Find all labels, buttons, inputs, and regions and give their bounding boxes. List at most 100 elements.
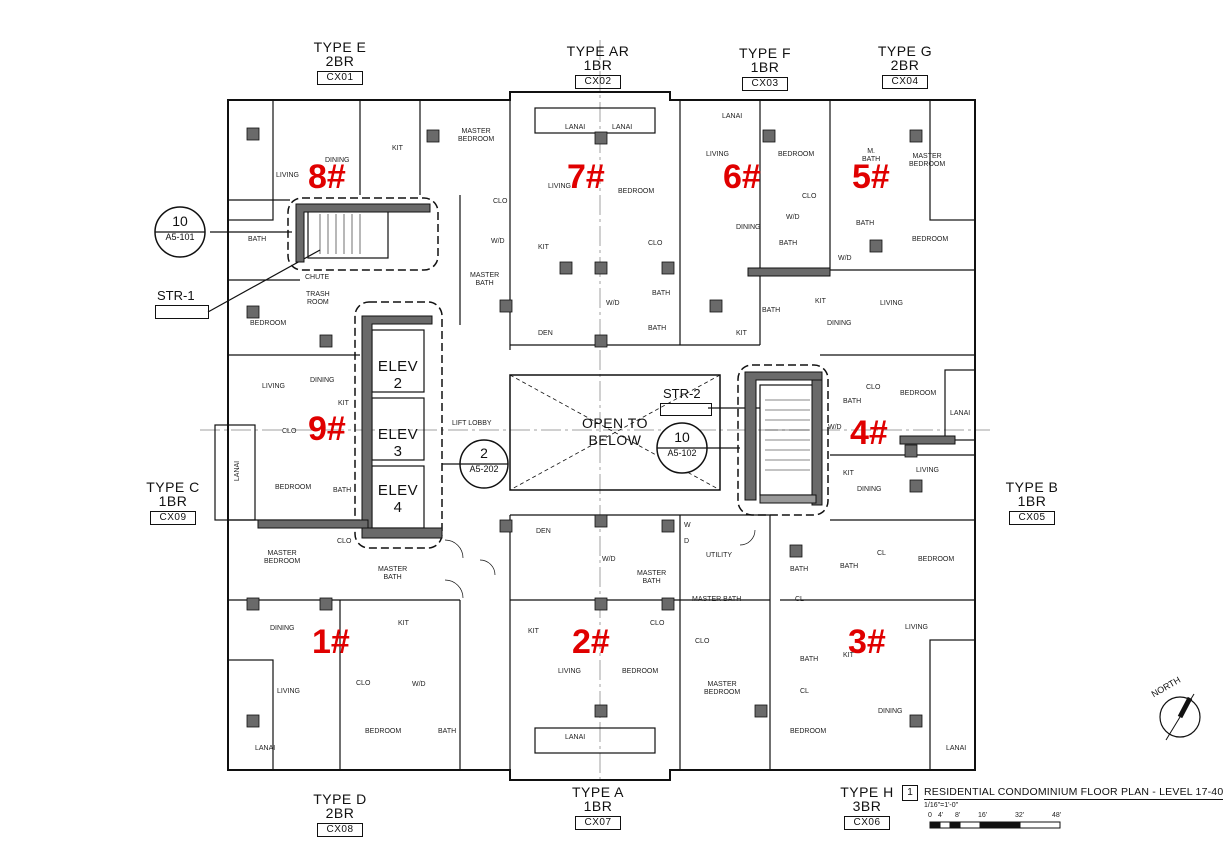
room-label: BEDROOM [918, 556, 955, 563]
unit-marker-3: 3# [848, 623, 886, 661]
unit-label-cx05: TYPE B 1BR CX05 [1005, 479, 1059, 525]
unit-marker-9: 9# [308, 410, 346, 448]
room-label: W/D [838, 255, 852, 262]
room-label: LIVING [277, 688, 300, 695]
room-label: BATH [840, 563, 859, 570]
room-label: LIVING [706, 151, 729, 158]
room-label: DINING [736, 224, 761, 231]
room-label: M.BATH [862, 148, 881, 163]
room-label: DINING [827, 320, 852, 327]
room-label: CL [877, 550, 886, 557]
unit-marker-4: 4# [850, 414, 888, 452]
room-label: BATH [856, 220, 875, 227]
room-label: LIFT LOBBY [452, 420, 492, 427]
room-label: LIVING [262, 383, 285, 390]
drawing-title: RESIDENTIAL CONDOMINIUM FLOOR PLAN - LEV… [924, 786, 1224, 800]
callout-a5-202: 2 A5-202 [469, 445, 499, 474]
room-label: KIT [736, 330, 747, 337]
room-label: LIVING [558, 668, 581, 675]
room-label: BEDROOM [365, 728, 402, 735]
room-label: LANAI [722, 113, 743, 120]
room-label: DINING [310, 377, 335, 384]
room-label: BATH [648, 325, 667, 332]
room-label: BATH [762, 307, 781, 314]
unit-label-cx01: TYPE E 2BR CX01 [313, 39, 367, 85]
room-label: W/D [828, 424, 842, 431]
unit-label-cx04: TYPE G 2BR CX04 [877, 43, 933, 89]
room-label: LANAI [612, 124, 633, 131]
stair-2-box [660, 403, 712, 416]
room-label: CLO [650, 620, 665, 627]
stair-2-label: STR-2 [663, 386, 701, 401]
room-label: BEDROOM [900, 390, 937, 397]
room-label: CLO [648, 240, 663, 247]
room-label: CHUTE [305, 274, 330, 281]
room-label: BEDROOM [790, 728, 827, 735]
room-label: CLO [866, 384, 881, 391]
lanai-se [929, 639, 976, 771]
room-label: CL [800, 688, 809, 695]
scale-label: 48' [1052, 812, 1062, 819]
room-label: BEDROOM [250, 320, 287, 327]
room-label: BATH [779, 240, 798, 247]
stair-1-box [155, 305, 209, 319]
room-label: DEN [536, 528, 551, 535]
unit-label-cx08: TYPE D 2BR CX08 [313, 791, 367, 837]
room-label: DINING [325, 157, 350, 164]
room-label: DINING [270, 625, 295, 632]
unit-marker-1: 1# [312, 623, 350, 661]
room-label: MASTER BATH [692, 596, 742, 603]
room-label: W/D [786, 214, 800, 221]
north-arrow [1159, 693, 1201, 741]
room-label: BATH [843, 398, 862, 405]
room-label: LIVING [548, 183, 571, 190]
unit-marker-2: 2# [572, 623, 610, 661]
room-label: LIVING [880, 300, 903, 307]
room-label: DINING [857, 486, 882, 493]
room-label: W/D [606, 300, 620, 307]
lanai-s [534, 727, 656, 754]
room-label: LIVING [276, 172, 299, 179]
room-label: CLO [802, 193, 817, 200]
room-label: KIT [338, 400, 349, 407]
room-label: CLO [337, 538, 352, 545]
room-label: KIT [398, 620, 409, 627]
room-label: W/D [602, 556, 616, 563]
room-label: LANAI [234, 460, 242, 482]
room-label: BATH [248, 236, 267, 243]
lanai-ne [929, 99, 976, 221]
room-label: BATH [790, 566, 809, 573]
drawing-scale: 1/16"=1'-0" [924, 802, 959, 809]
room-label: KIT [528, 628, 539, 635]
room-label: KIT [843, 470, 854, 477]
lanai-n [534, 107, 656, 134]
room-label: BATH [800, 656, 819, 663]
room-label: BEDROOM [275, 484, 312, 491]
drawing-number: 1 [902, 785, 918, 801]
room-label: KIT [392, 145, 403, 152]
room-label: BATH [438, 728, 457, 735]
room-label: BEDROOM [618, 188, 655, 195]
room-label: LANAI [565, 124, 586, 131]
room-label: KIT [843, 652, 854, 659]
unit-marker-8: 8# [308, 158, 346, 196]
unit-marker-5: 5# [852, 158, 890, 196]
scale-label: 8' [955, 812, 961, 819]
open-to-below-void [509, 374, 721, 491]
scale-label: 16' [978, 812, 988, 819]
drawing-title-block: 1 RESIDENTIAL CONDOMINIUM FLOOR PLAN - L… [902, 785, 1224, 809]
room-label: CLO [493, 198, 508, 205]
room-label: BATH [333, 487, 352, 494]
room-label: DINING [878, 708, 903, 715]
lanai-e [944, 369, 976, 441]
